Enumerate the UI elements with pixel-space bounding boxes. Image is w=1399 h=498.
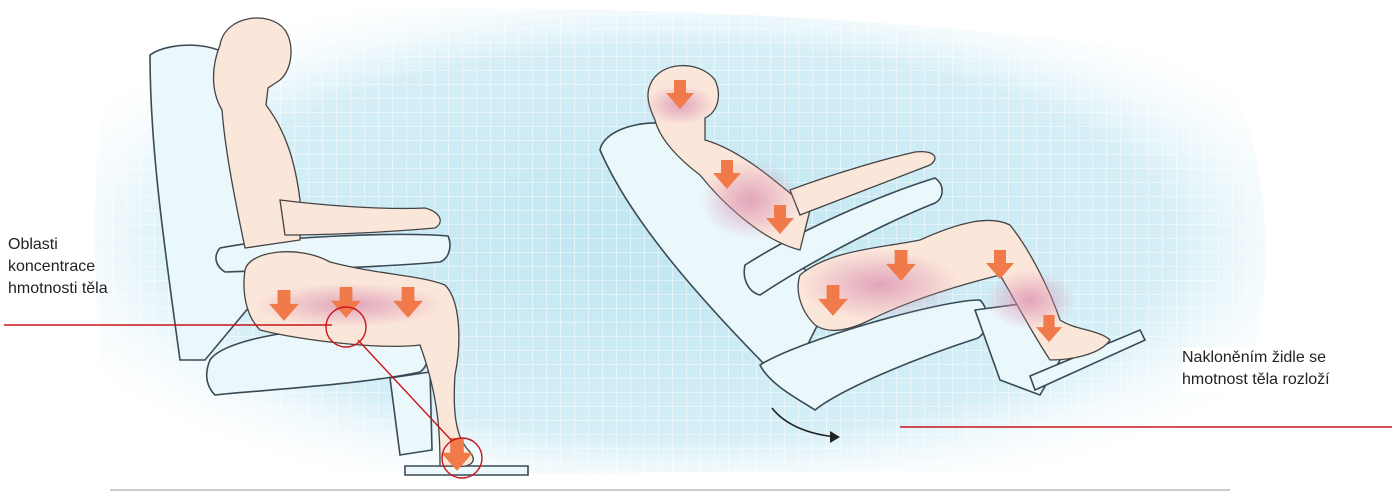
label-weight-concentration: Oblasti koncentrace hmotnosti těla <box>8 234 158 300</box>
label-line: hmotnost těla rozloží <box>1182 369 1382 391</box>
label-line: koncentrace <box>8 256 158 278</box>
label-line: hmotnosti těla <box>8 278 158 300</box>
label-weight-distribution: Nakloněním židle se hmotnost těla rozlož… <box>1182 347 1382 391</box>
label-line: Nakloněním židle se <box>1182 347 1382 369</box>
label-line: Oblasti <box>8 234 158 256</box>
